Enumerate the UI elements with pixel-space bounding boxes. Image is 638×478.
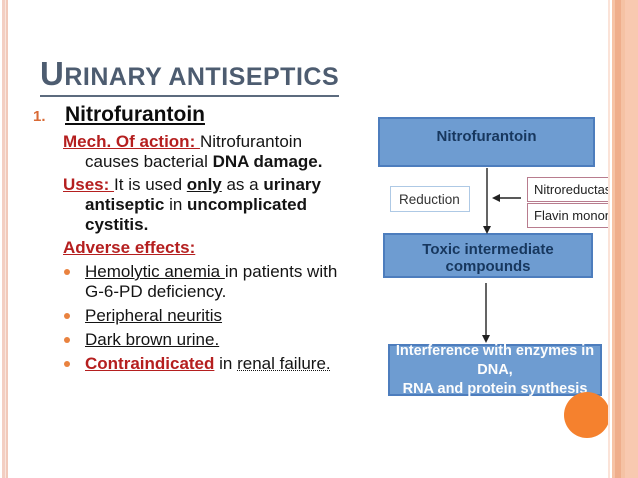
mechanism-line-2: causes bacterial DNA damage.: [85, 152, 387, 172]
left-border-stripe: [0, 0, 9, 478]
bullet-text: Peripheral neuritis: [85, 306, 387, 326]
bullet-line: G-6-PD deficiency.: [85, 282, 387, 302]
list-item: Dark brown urine.: [61, 330, 387, 350]
list-item: Hemolytic anemia in patients with G-6-PD…: [61, 262, 387, 302]
text-segment: causes bacterial: [85, 152, 213, 171]
text-segment: renal failure.: [237, 354, 331, 373]
bullet-dot-icon: [64, 313, 70, 319]
text-segment: Contraindicated: [85, 354, 215, 373]
text-segment: in: [164, 195, 188, 214]
text-segment: Hemolytic anemia: [85, 262, 225, 281]
bullet-text: Hemolytic anemia in patients with G-6-PD…: [85, 262, 387, 302]
flowchart-arrows: [482, 168, 521, 343]
list-item: Contraindicated in renal failure.: [61, 354, 387, 374]
box-label-line: RNA and protein synthesis: [402, 380, 588, 397]
bullet-dot-icon: [64, 337, 70, 343]
text-segment: It is used: [114, 175, 187, 194]
adverse-label: Adverse effects:: [63, 238, 196, 257]
orange-circle-decoration: [564, 392, 610, 438]
uses-line-3: cystitis.: [85, 215, 387, 235]
text-segment: in: [214, 354, 238, 373]
mechanism-line-1: Mech. Of action: Nitrofurantoin: [63, 132, 387, 152]
text-segment: uncomplicated: [187, 195, 308, 214]
text-segment: Dark brown urine.: [85, 330, 220, 349]
title-rest: RINARY ANTISEPTICS: [64, 63, 340, 91]
text-segment: G-6-PD deficiency.: [85, 282, 227, 301]
list-item: Peripheral neuritis: [61, 306, 387, 326]
text-segment: cystitis.: [85, 215, 149, 234]
text-segment: Peripheral neuritis: [85, 306, 223, 325]
uses-line-2: antiseptic in uncomplicated: [85, 195, 387, 215]
box-label: Toxic intermediate compounds: [422, 241, 554, 275]
text-segment: only: [186, 175, 222, 194]
flowchart-box-nitroreductase: Nitroreductas: [527, 177, 612, 202]
bullet-line: Hemolytic anemia in patients with: [85, 262, 387, 282]
flowchart-box-reduction: Reduction: [390, 186, 470, 212]
drug-name-heading: Nitrofurantoin: [65, 103, 205, 126]
flowchart-box-flavin: Flavin monon: [527, 203, 612, 228]
text-segment: Nitrofurantoin: [199, 132, 303, 151]
uses-line-1: Uses: It is used only as a urinary: [63, 175, 387, 195]
adverse-effects-heading: Adverse effects:: [63, 238, 387, 258]
bullet-text: Dark brown urine.: [85, 330, 387, 350]
text-segment: as a: [221, 175, 264, 194]
box-label: Reduction: [399, 191, 460, 207]
right-border-stripes: [608, 0, 638, 478]
flowchart-box-nitrofurantoin: Nitrofurantoin: [378, 117, 595, 167]
box-label: Nitrofurantoin: [436, 128, 537, 145]
content-body: 1. Nitrofurantoin Mech. Of action: Nitro…: [33, 103, 387, 374]
text-segment: antiseptic: [85, 195, 165, 214]
page-title: URINARY ANTISEPTICS: [40, 55, 340, 97]
bullet-dot-icon: [64, 269, 70, 275]
numbered-item-heading: 1. Nitrofurantoin: [33, 103, 387, 127]
title-initial: U: [40, 55, 65, 92]
bullet-text: Contraindicated in renal failure.: [85, 354, 387, 374]
box-label-line: Interference with enzymes in DNA,: [395, 342, 595, 378]
text-segment: in patients with: [224, 262, 338, 281]
mechanism-label: Mech. Of action:: [63, 132, 200, 151]
box-label: Flavin monon: [534, 208, 612, 223]
text-segment: urinary: [263, 175, 321, 194]
item-number: 1.: [33, 108, 46, 125]
flowchart-box-interference: Interference with enzymes in DNA, RNA an…: [388, 342, 602, 397]
flowchart-box-toxic-intermediates: Toxic intermediate compounds: [383, 233, 593, 278]
bullet-dot-icon: [64, 361, 70, 367]
box-label: Nitroreductas: [534, 182, 612, 197]
uses-label: Uses:: [63, 175, 115, 194]
text-segment: DNA damage.: [212, 152, 323, 171]
